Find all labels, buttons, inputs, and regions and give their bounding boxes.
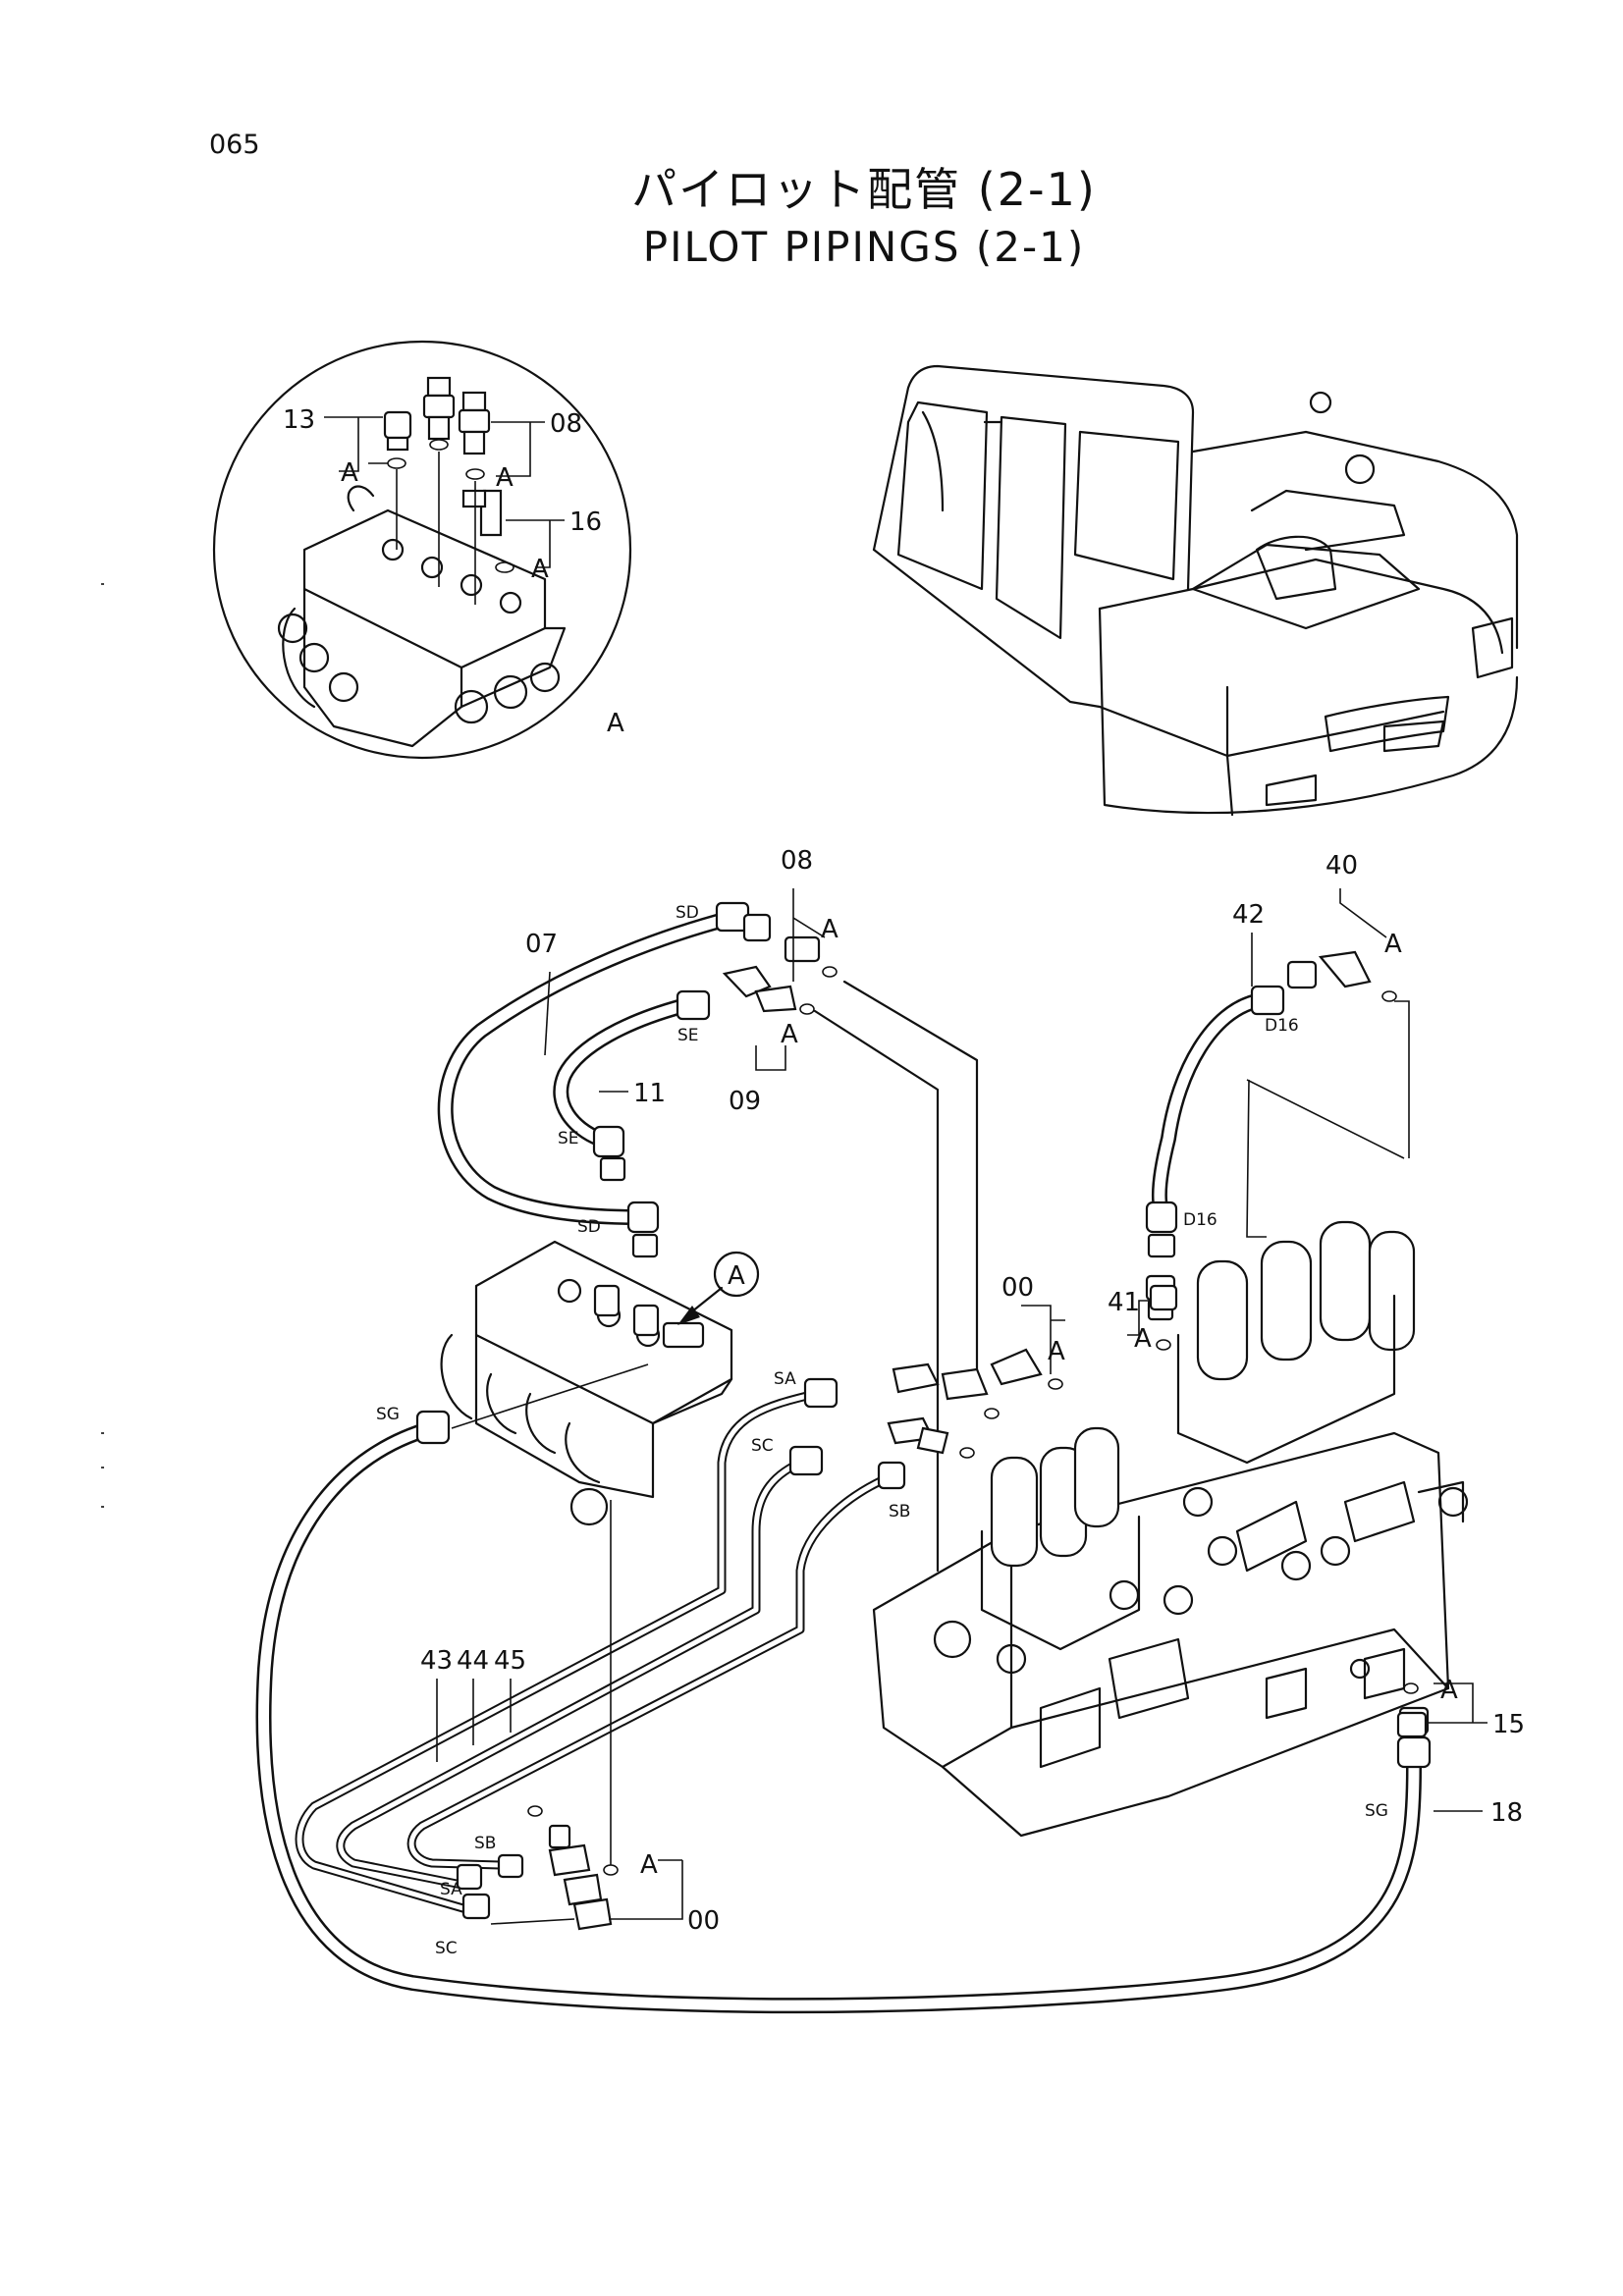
- detail-ref-a-2: A: [496, 463, 514, 493]
- detail-valve-block: [302, 508, 547, 669]
- callout-15: 15: [1492, 1710, 1525, 1739]
- callout-45: 45: [494, 1646, 526, 1676]
- port-label-sb-top: SB: [889, 1502, 910, 1522]
- cab-outline: [872, 364, 1195, 591]
- callout-00-bottom: 00: [687, 1906, 720, 1936]
- main-control-valve: [872, 1220, 1469, 1838]
- detail-callout-13: 13: [283, 405, 315, 435]
- callout-11: 11: [633, 1079, 666, 1108]
- callout-43: 43: [420, 1646, 453, 1676]
- callout-07: 07: [525, 930, 558, 959]
- title-block: パイロット配管 (2-1) PILOT PIPINGS (2-1): [589, 162, 1139, 274]
- ref-a-15: A: [1440, 1676, 1458, 1705]
- port-label-sa-top: SA: [774, 1369, 796, 1389]
- ref-a-00-bottom: A: [640, 1850, 658, 1880]
- hose-07: [437, 910, 739, 1225]
- detail-ref-marker: A: [728, 1261, 745, 1291]
- port-label-sb-bottom: SB: [474, 1834, 496, 1853]
- port-label-d16-bottom: D16: [1183, 1210, 1217, 1230]
- detail-callout-08: 08: [550, 409, 582, 439]
- detail-ref-circle: [713, 1251, 760, 1298]
- pilot-valve: [440, 1240, 733, 1526]
- callout-42: 42: [1232, 900, 1265, 930]
- page-number: 065: [209, 130, 260, 160]
- port-label-se-bottom: SE: [558, 1129, 579, 1148]
- detail-ref-a-1: A: [341, 458, 358, 488]
- ref-a-41: A: [1134, 1324, 1152, 1354]
- callout-18: 18: [1490, 1798, 1523, 1828]
- port-label-sg-right: SG: [1365, 1801, 1388, 1821]
- detail-view-label: A: [607, 709, 624, 738]
- port-label-d16-top: D16: [1265, 1016, 1299, 1036]
- callout-41: 41: [1108, 1288, 1140, 1317]
- detail-ref-a-3: A: [531, 555, 549, 584]
- ref-a-00-top: A: [1048, 1337, 1065, 1366]
- port-label-se-top: SE: [677, 1026, 699, 1045]
- title-japanese: パイロット配管 (2-1): [631, 163, 1097, 216]
- ref-a-40: A: [1384, 930, 1402, 959]
- port-label-sc-bottom: SC: [435, 1939, 458, 1958]
- port-label-sc-top: SC: [751, 1436, 774, 1456]
- detail-circle: [212, 340, 632, 760]
- title-english: PILOT PIPINGS (2-1): [642, 223, 1086, 271]
- callout-00-top: 00: [1001, 1273, 1034, 1303]
- port-label-sd-bottom: SD: [577, 1217, 601, 1237]
- detail-view-a: 13 08 16 A A A A: [212, 340, 632, 760]
- port-label-sd-top: SD: [676, 903, 699, 923]
- callout-09: 09: [729, 1087, 761, 1116]
- port-label-sa-bottom: SA: [440, 1880, 462, 1899]
- excavator-illustration: [872, 364, 1519, 817]
- ref-a-08: A: [821, 915, 839, 944]
- port-label-sg-left: SG: [376, 1405, 400, 1424]
- callout-40: 40: [1325, 851, 1358, 881]
- callout-44: 44: [457, 1646, 489, 1676]
- detail-callout-16: 16: [569, 507, 602, 537]
- ref-a-09: A: [781, 1020, 798, 1049]
- engine-deck: [1191, 430, 1519, 650]
- callout-08: 08: [781, 846, 813, 876]
